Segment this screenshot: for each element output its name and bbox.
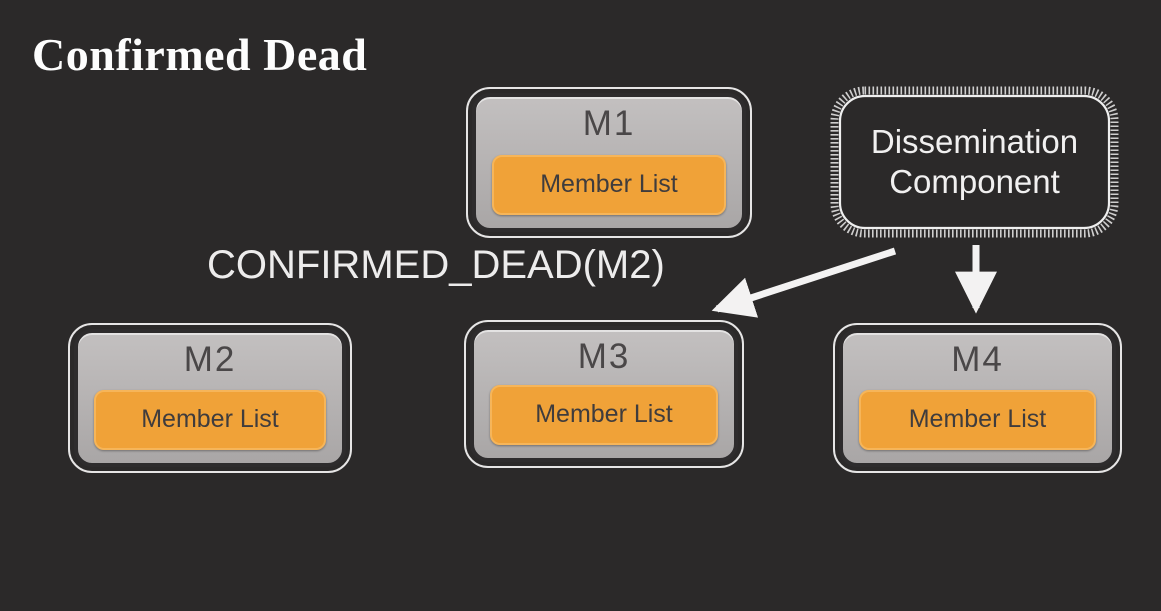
node-m4: M4 Member List [833, 323, 1122, 473]
node-m1-body: M1 Member List [472, 93, 746, 232]
arrow-dissemination-to-m3 [711, 247, 897, 318]
node-m1: M1 Member List [466, 87, 752, 238]
node-m2-label: M2 [183, 340, 237, 379]
hatched-border [830, 86, 1119, 238]
node-m4-member-list: Member List [859, 390, 1096, 450]
node-m1-label: M1 [582, 104, 636, 143]
confirmed-dead-message: CONFIRMED_DEAD(M2) [207, 243, 665, 287]
node-m3-body: M3 Member List [470, 326, 738, 462]
node-m2-member-list: Member List [94, 390, 326, 450]
dissemination-line2: Component [889, 163, 1060, 200]
node-m4-label: M4 [951, 340, 1004, 379]
dissemination-component-label: Dissemination Component [829, 85, 1120, 239]
node-m3-member-list: Member List [490, 385, 718, 445]
node-m2: M2 Member List [68, 323, 352, 473]
dissemination-component-box: Dissemination Component [829, 85, 1120, 239]
node-m3: M3 Member List [464, 320, 744, 468]
node-m1-member-list: Member List [492, 155, 726, 215]
dissemination-line1: Dissemination [870, 123, 1079, 161]
node-m3-label: M3 [577, 337, 631, 376]
node-m4-body: M4 Member List [839, 329, 1116, 467]
slide-title: Confirmed Dead [32, 29, 368, 80]
node-m2-body: M2 Member List [74, 329, 346, 467]
